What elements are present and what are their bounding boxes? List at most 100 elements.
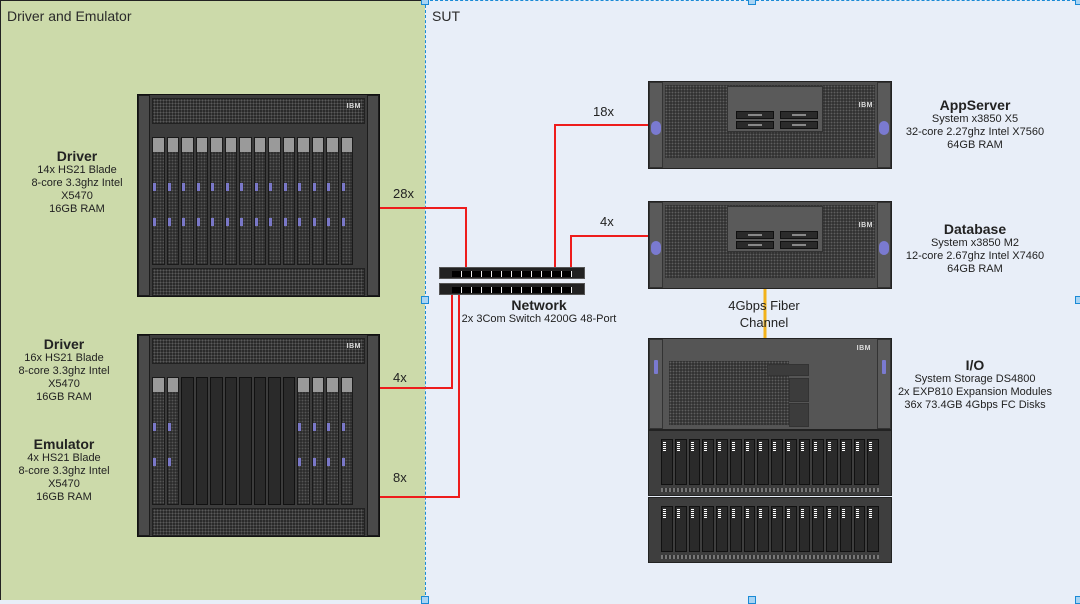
node-detail: 16GB RAM <box>49 203 105 215</box>
drive-bay <box>780 241 818 249</box>
blade-release-tab <box>341 423 345 431</box>
vent-grill <box>152 268 365 296</box>
drive-bay <box>780 111 818 119</box>
drive-panel <box>727 206 823 252</box>
rack-ear <box>138 335 150 536</box>
blade-server <box>224 137 237 265</box>
blade-server <box>181 137 194 265</box>
blade-release-tab <box>225 183 229 191</box>
node-detail: 36x 73.4GB 4Gbps FC Disks <box>904 399 1046 411</box>
node-label-database: Database System x3850 M2 12-core 2.67ghz… <box>900 221 1050 276</box>
blade-filler <box>181 377 194 505</box>
blade-filler <box>195 377 208 505</box>
blade-release-tab <box>312 458 316 466</box>
node-title: AppServer <box>939 97 1011 113</box>
disk-bays <box>661 439 879 485</box>
rack-ear <box>367 95 379 296</box>
selection-handle[interactable] <box>421 0 429 5</box>
controller-panel <box>789 403 809 427</box>
blade-filler <box>224 377 237 505</box>
expansion-module-1[interactable] <box>648 430 892 496</box>
blade-chassis-driver-emulator[interactable]: IBM <box>137 334 380 537</box>
blade-server <box>311 137 324 265</box>
blade-server <box>326 137 339 265</box>
selection-handle[interactable] <box>748 596 756 604</box>
node-detail: 16GB RAM <box>36 391 92 403</box>
disk-drive <box>674 506 687 552</box>
disk-drive <box>798 506 811 552</box>
node-detail: 14x HS21 Blade <box>37 164 117 176</box>
disk-drive <box>702 439 714 485</box>
server-handle <box>877 339 891 429</box>
blade-release-tab <box>254 218 258 226</box>
disk-drive <box>853 506 866 552</box>
disk-drive <box>839 439 852 485</box>
blade-server <box>340 377 353 505</box>
server-database[interactable]: IBM <box>648 201 892 289</box>
network-switch-1[interactable] <box>439 267 585 279</box>
blade-release-tab <box>298 458 301 466</box>
blade-release-tab <box>269 218 272 226</box>
enclosure-rail <box>661 488 879 492</box>
vendor-logo: IBM <box>858 102 873 109</box>
node-detail: System Storage DS4800 <box>914 373 1036 385</box>
selection-handle[interactable] <box>421 596 429 604</box>
disk-drive <box>757 439 769 485</box>
network-switch-2[interactable] <box>439 283 585 295</box>
server-handle <box>649 82 663 168</box>
disk-drive <box>826 439 838 485</box>
disk-drive <box>729 439 742 485</box>
server-handle <box>649 339 663 429</box>
blade-server <box>152 137 165 265</box>
selection-handle[interactable] <box>1075 596 1080 604</box>
blade-release-tab <box>153 218 156 226</box>
node-detail: 64GB RAM <box>947 263 1003 275</box>
blade-release-tab <box>254 183 258 191</box>
blade-server <box>326 377 339 505</box>
blade-release-tab <box>298 183 301 191</box>
vent-grill <box>152 98 365 124</box>
node-detail: 2x 3Com Switch 4200G 48-Port <box>461 313 617 325</box>
drive-panel <box>727 86 823 132</box>
zone-title-sut: SUT <box>432 8 460 24</box>
disk-drive <box>771 506 783 552</box>
blade-release-tab <box>153 423 156 431</box>
controller-panel <box>767 364 809 376</box>
blade-filler <box>210 377 223 505</box>
server-handle <box>877 202 891 288</box>
blade-release-tab <box>283 183 287 191</box>
blade-server <box>311 377 324 505</box>
disk-drive <box>784 506 797 552</box>
selection-handle[interactable] <box>748 0 756 5</box>
selection-handle[interactable] <box>421 296 429 304</box>
node-detail: 64GB RAM <box>947 139 1003 151</box>
server-knob <box>651 121 661 135</box>
storage-controller-ds4800[interactable]: IBM <box>648 338 892 430</box>
switch-ports <box>452 271 572 277</box>
selection-handle[interactable] <box>1075 0 1080 5</box>
blade-release-tab <box>153 183 156 191</box>
blade-release-tab <box>196 218 200 226</box>
blade-chassis-driver1[interactable]: IBM <box>137 94 380 297</box>
blade-server <box>152 377 165 505</box>
blade-server <box>166 137 179 265</box>
blade-server <box>210 137 223 265</box>
expansion-module-2[interactable] <box>648 497 892 563</box>
blade-release-tab <box>312 423 316 431</box>
node-detail: 16GB RAM <box>36 491 92 503</box>
blade-server <box>297 377 310 505</box>
disk-drive <box>853 439 866 485</box>
blade-release-tab <box>298 218 301 226</box>
rack-ear <box>138 95 150 296</box>
blade-release-tab <box>211 218 214 226</box>
server-appserver[interactable]: IBM <box>648 81 892 169</box>
node-label-network: Network 2x 3Com Switch 4200G 48-Port <box>455 297 623 326</box>
blade-release-tab <box>341 183 345 191</box>
drive-bay <box>736 121 774 129</box>
selection-handle[interactable] <box>1075 296 1080 304</box>
node-detail: 12-core 2.67ghz Intel X7460 <box>905 250 1045 262</box>
blade-release-tab <box>225 218 229 226</box>
disk-drive <box>798 439 811 485</box>
blade-filler <box>253 377 266 505</box>
disk-bays <box>661 506 879 552</box>
